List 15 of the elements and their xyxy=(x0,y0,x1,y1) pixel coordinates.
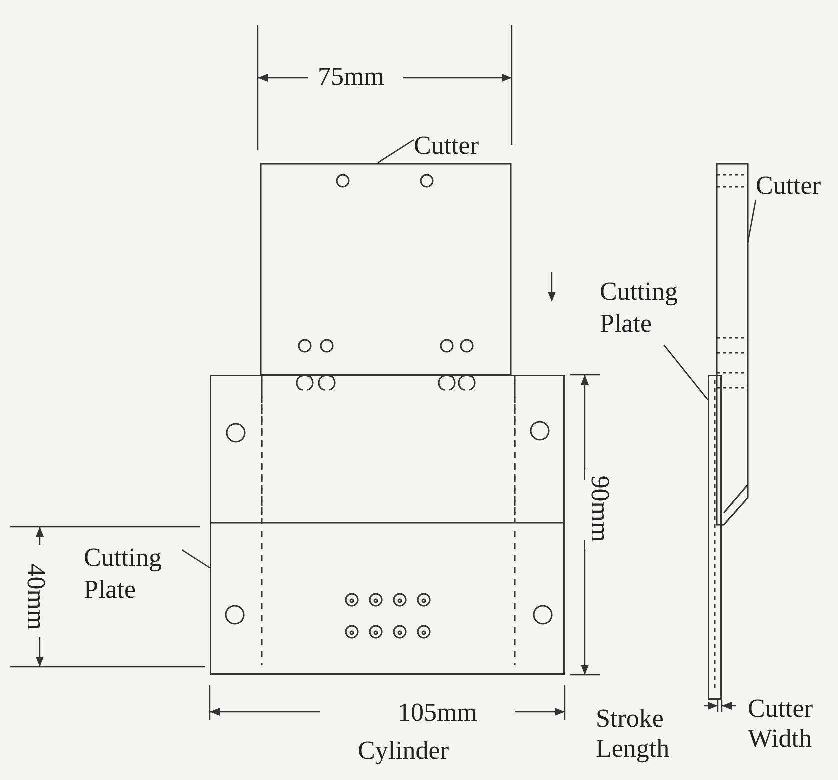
dimension-label: 105mm xyxy=(398,698,478,728)
part-label: Cutter xyxy=(756,170,838,202)
leader-line xyxy=(747,200,757,244)
dimension-label: Cutter Width xyxy=(748,694,814,754)
cutting-plate-side-drawing xyxy=(708,375,722,700)
dimension-label: 75mm xyxy=(318,62,386,92)
leader-line xyxy=(182,549,210,569)
leader-line xyxy=(664,344,708,400)
part-label: Cylinder xyxy=(358,736,450,766)
leader-line xyxy=(378,139,414,164)
part-label: Cutting Plate xyxy=(84,542,184,606)
dimension-label: Stroke Length xyxy=(596,704,671,764)
part-label: Cutting Plate xyxy=(600,276,700,340)
part-label: Cutter xyxy=(414,130,498,162)
cutter-side-drawing xyxy=(714,163,750,525)
